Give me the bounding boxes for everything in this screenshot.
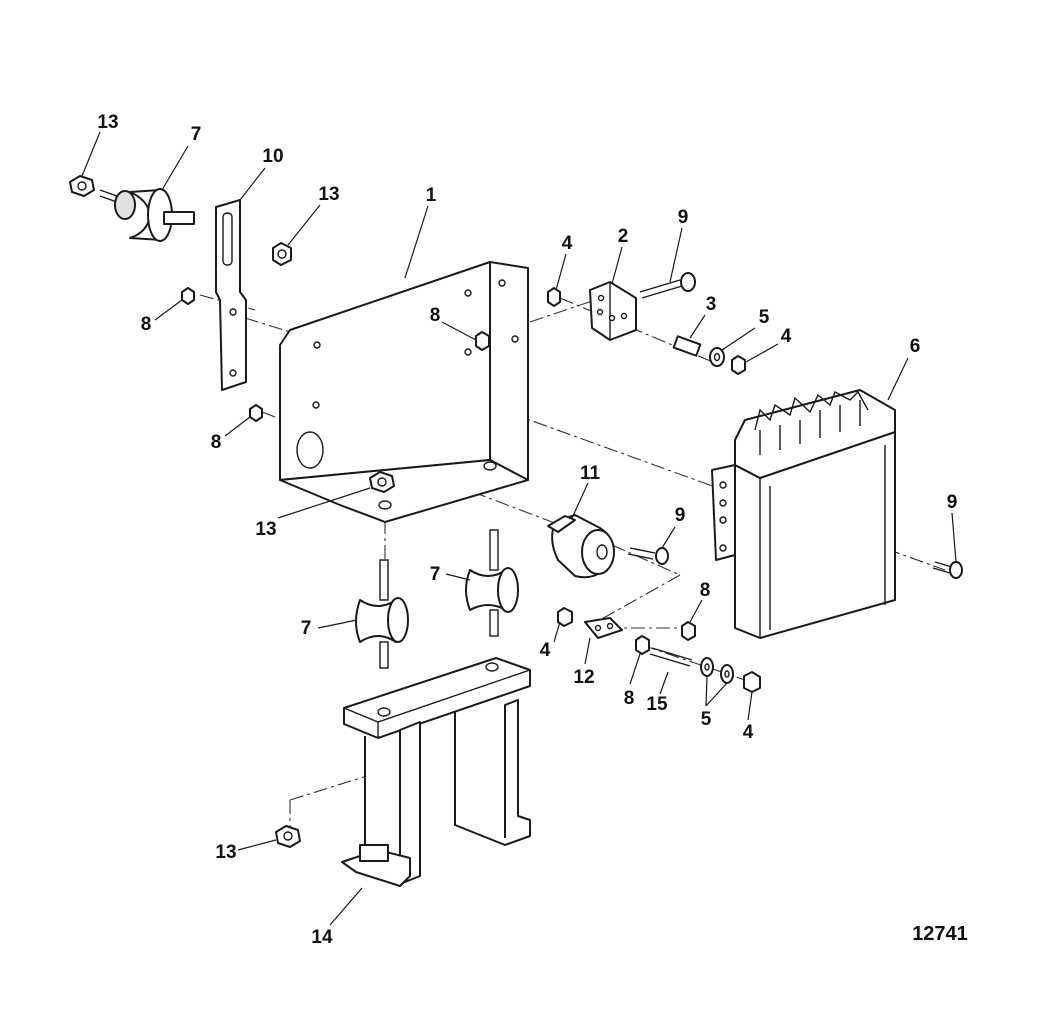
nut-4-lower-left xyxy=(557,607,573,627)
callout-1: 1 xyxy=(426,185,437,206)
callout-15: 15 xyxy=(646,694,668,715)
callout-4-top-left: 4 xyxy=(562,233,573,254)
isolator-mount-center xyxy=(355,559,409,669)
callout-5-top: 5 xyxy=(759,307,770,328)
callout-11: 11 xyxy=(580,463,601,484)
nut-8-lower-right xyxy=(681,621,696,641)
nut-4-lower-right xyxy=(743,671,761,693)
washer-5-lower-a xyxy=(700,657,714,677)
callout-8-left-mid: 8 xyxy=(211,432,222,453)
callout-3: 3 xyxy=(706,294,717,315)
callout-5-lower: 5 xyxy=(701,709,712,730)
callout-8-lower-center: 8 xyxy=(624,688,635,709)
bolt-9-right xyxy=(932,561,963,579)
spacer xyxy=(672,335,702,357)
callout-10: 10 xyxy=(262,146,283,167)
callout-2: 2 xyxy=(618,226,629,247)
callout-8-lower-right: 8 xyxy=(700,580,711,601)
bolt-9-top xyxy=(639,272,696,299)
lock-nut-stand xyxy=(275,825,301,848)
nut-8-left-top xyxy=(181,287,195,305)
isolator-mount-upper xyxy=(99,188,195,242)
nut-8-lower-center xyxy=(635,635,650,655)
callout-13-bracket-bottom: 13 xyxy=(255,519,276,540)
isolator-mount-right xyxy=(465,529,519,637)
small-bracket xyxy=(589,281,637,341)
figure-number: 12741 xyxy=(912,923,968,945)
callout-9-top: 9 xyxy=(678,207,689,228)
nut-8-left-mid xyxy=(249,404,263,422)
mounting-bracket xyxy=(279,261,529,523)
callout-8-left-top: 8 xyxy=(141,314,152,335)
callout-14: 14 xyxy=(311,927,333,948)
callout-7-top: 7 xyxy=(191,124,202,145)
lock-nut-bracket-bottom xyxy=(369,471,395,493)
callout-13-top-right: 13 xyxy=(318,184,339,205)
callout-6: 6 xyxy=(910,336,921,357)
washer-5-top xyxy=(709,347,725,367)
support-strap xyxy=(215,199,247,391)
callout-13-stand: 13 xyxy=(215,842,236,863)
callout-labels: 13 7 10 13 1 9 4 2 3 5 4 6 8 8 8 13 11 9… xyxy=(97,112,967,948)
callout-8-bracket: 8 xyxy=(430,305,441,326)
washer-5-lower-b xyxy=(720,664,734,684)
callout-4-lower-right: 4 xyxy=(743,722,754,743)
support-stand xyxy=(341,657,531,887)
nut-8-bracket xyxy=(475,331,490,351)
callout-4-lower-left: 4 xyxy=(540,640,551,661)
nut-4-top-right xyxy=(731,355,746,375)
lock-nut-upper-right xyxy=(272,242,292,266)
callout-9-relay: 9 xyxy=(675,505,686,526)
nut-4-top-left xyxy=(547,287,561,307)
callout-7-center-mount: 7 xyxy=(301,618,312,639)
clip-12 xyxy=(584,617,623,639)
callout-9-right: 9 xyxy=(947,492,958,513)
bolt-9-relay xyxy=(627,547,669,565)
callout-13-top-left: 13 xyxy=(97,112,118,133)
relay-component xyxy=(547,514,615,579)
bolt-15 xyxy=(649,647,693,667)
control-module xyxy=(711,389,896,639)
callout-7-right-mount: 7 xyxy=(430,564,441,585)
lock-nut-upper-left xyxy=(69,175,95,197)
callout-leaders xyxy=(81,131,957,926)
callout-12: 12 xyxy=(573,667,594,688)
callout-4-top-right: 4 xyxy=(781,326,792,347)
